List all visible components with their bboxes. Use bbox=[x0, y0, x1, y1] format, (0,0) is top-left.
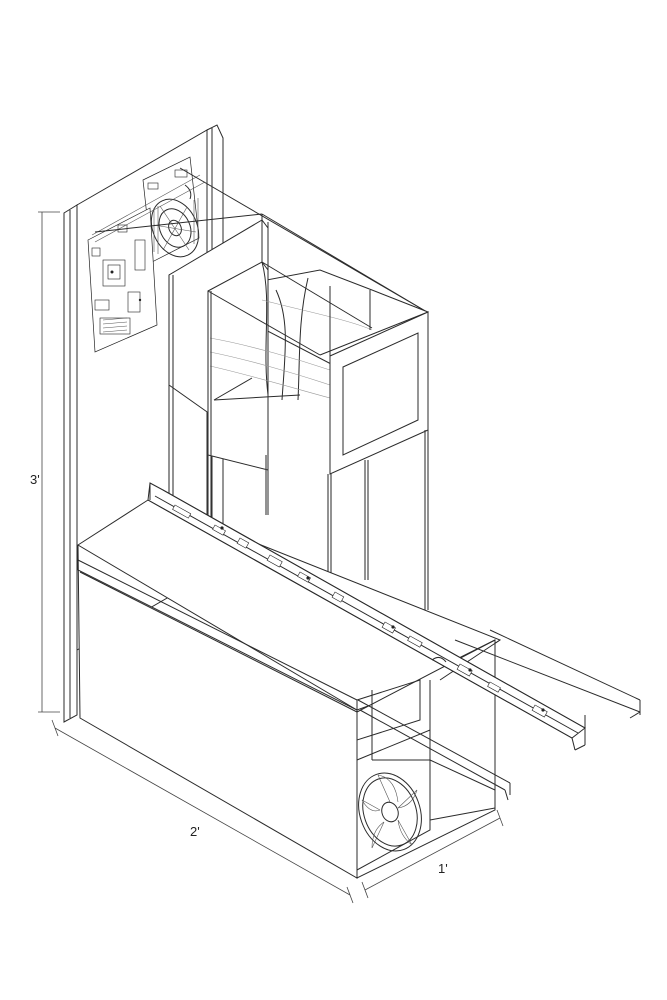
led-strip bbox=[172, 504, 548, 718]
depth-dimension: 1' bbox=[361, 809, 504, 899]
display-panel bbox=[329, 311, 429, 475]
height-dimension: 3' bbox=[30, 211, 60, 713]
depth-label: 1' bbox=[438, 861, 448, 876]
angle-rail-long bbox=[147, 482, 586, 751]
base-box bbox=[77, 499, 502, 879]
exhaust-fan bbox=[356, 729, 431, 871]
motherboard bbox=[87, 174, 206, 353]
width-dimension: 2' bbox=[51, 719, 354, 904]
angle-rail-right bbox=[454, 629, 641, 719]
width-label: 2' bbox=[190, 824, 200, 839]
height-label: 3' bbox=[30, 472, 40, 487]
central-chamber bbox=[207, 261, 429, 471]
angle-rail-lower bbox=[357, 699, 511, 801]
left-post bbox=[63, 204, 78, 723]
